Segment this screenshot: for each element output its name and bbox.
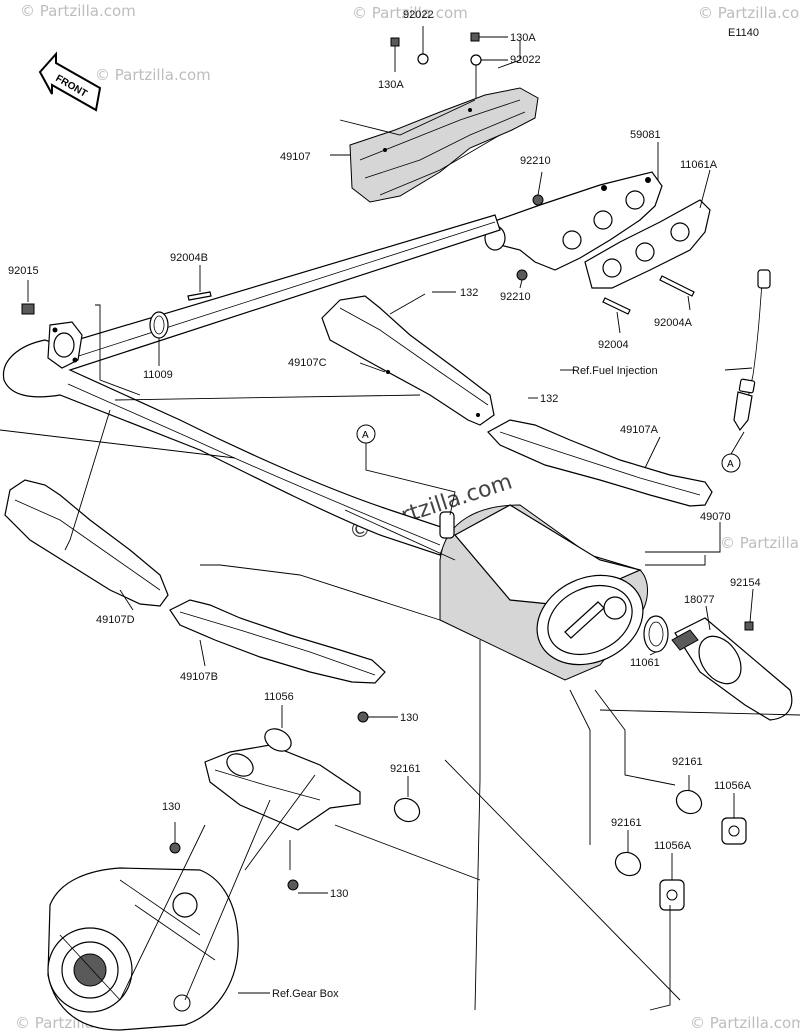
label-130-c: 130 [330, 888, 348, 900]
label-92004A: 92004A [654, 317, 693, 329]
label-92022-top: 92022 [403, 9, 434, 21]
watermark-bottom-right: © Partzilla.com [690, 1014, 800, 1032]
heat-shield-49107A [487, 419, 713, 507]
label-92004: 92004 [598, 339, 629, 351]
rubber-mounts [393, 789, 703, 877]
gasket-11061A [584, 199, 711, 289]
label-132-mid: 132 [540, 393, 558, 405]
label-92210-top: 92210 [520, 155, 551, 167]
watermark-top-left: © Partzilla.com [20, 2, 136, 20]
exhaust-pipe [2, 214, 501, 556]
label-11056A-a: 11056A [714, 780, 752, 792]
heat-shield-49107D [4, 479, 169, 607]
part-labels: 92022 130A 130A 92022 49107 59081 11061A… [8, 9, 761, 1000]
tailpipe-18077 [671, 617, 793, 721]
label-130A-left: 130A [378, 79, 404, 91]
gear-box [47, 867, 239, 1031]
label-92154: 92154 [730, 577, 761, 589]
watermark-top-right: © Partzilla.com [698, 4, 800, 22]
label-49107D: 49107D [96, 614, 135, 626]
label-18077: 18077 [684, 594, 715, 606]
clips-11056A [659, 817, 747, 911]
muffler-49070 [439, 504, 648, 681]
label-59081: 59081 [630, 129, 661, 141]
label-11061A: 11061A [680, 159, 718, 171]
watermark-left: © Partzilla.com [95, 66, 211, 84]
bolt-92154 [744, 621, 754, 631]
leader-lines [0, 40, 800, 1011]
callout-a-left-letter: A [362, 430, 369, 441]
label-49107: 49107 [280, 151, 311, 163]
label-130-b: 130 [162, 801, 180, 813]
label-49107B: 49107B [180, 671, 218, 683]
heat-shield-49107C [321, 295, 495, 426]
watermark-mid-right: © Partzilla.com [720, 534, 800, 552]
label-11056: 11056 [264, 691, 294, 703]
callout-a-left: A [356, 424, 376, 444]
oxygen-sensor [733, 269, 771, 432]
watermark-top-center: © Partzilla.com [352, 4, 468, 22]
label-92161-c: 92161 [611, 817, 642, 829]
front-arrow-icon: FRONT [38, 51, 102, 112]
label-130A-top: 130A [510, 32, 536, 44]
label-11009: 11009 [143, 369, 173, 381]
heat-shield-49107B [169, 599, 386, 684]
diagram-code: E1140 [728, 27, 759, 39]
label-49070: 49070 [700, 511, 731, 523]
label-49107A: 49107A [620, 424, 659, 436]
label-11056A-b: 11056A [654, 840, 692, 852]
pipe-flange [47, 321, 83, 369]
studs [187, 194, 695, 315]
label-92022-right: 92022 [510, 54, 541, 66]
heat-shield-49107 [349, 87, 539, 203]
callout-a-right: A [721, 453, 741, 473]
label-ref-fuel-injection: Ref.Fuel Injection [572, 365, 658, 377]
label-132-top: 132 [460, 287, 478, 299]
label-ref-gear-box: Ref.Gear Box [272, 988, 339, 1000]
label-92210-bottom: 92210 [500, 291, 531, 303]
label-92015: 92015 [8, 265, 39, 277]
hardware-top [390, 26, 508, 98]
callout-a-right-letter: A [727, 459, 734, 470]
nut-92015 [21, 303, 35, 315]
label-92161-a: 92161 [390, 763, 421, 775]
label-92161-b: 92161 [672, 756, 703, 768]
gasket-11061 [643, 615, 669, 653]
label-130-a: 130 [400, 712, 418, 724]
label-92004B: 92004B [170, 252, 208, 264]
bracket-11056 [169, 711, 369, 891]
label-11061: 11061 [630, 657, 660, 669]
label-49107C: 49107C [288, 357, 327, 369]
